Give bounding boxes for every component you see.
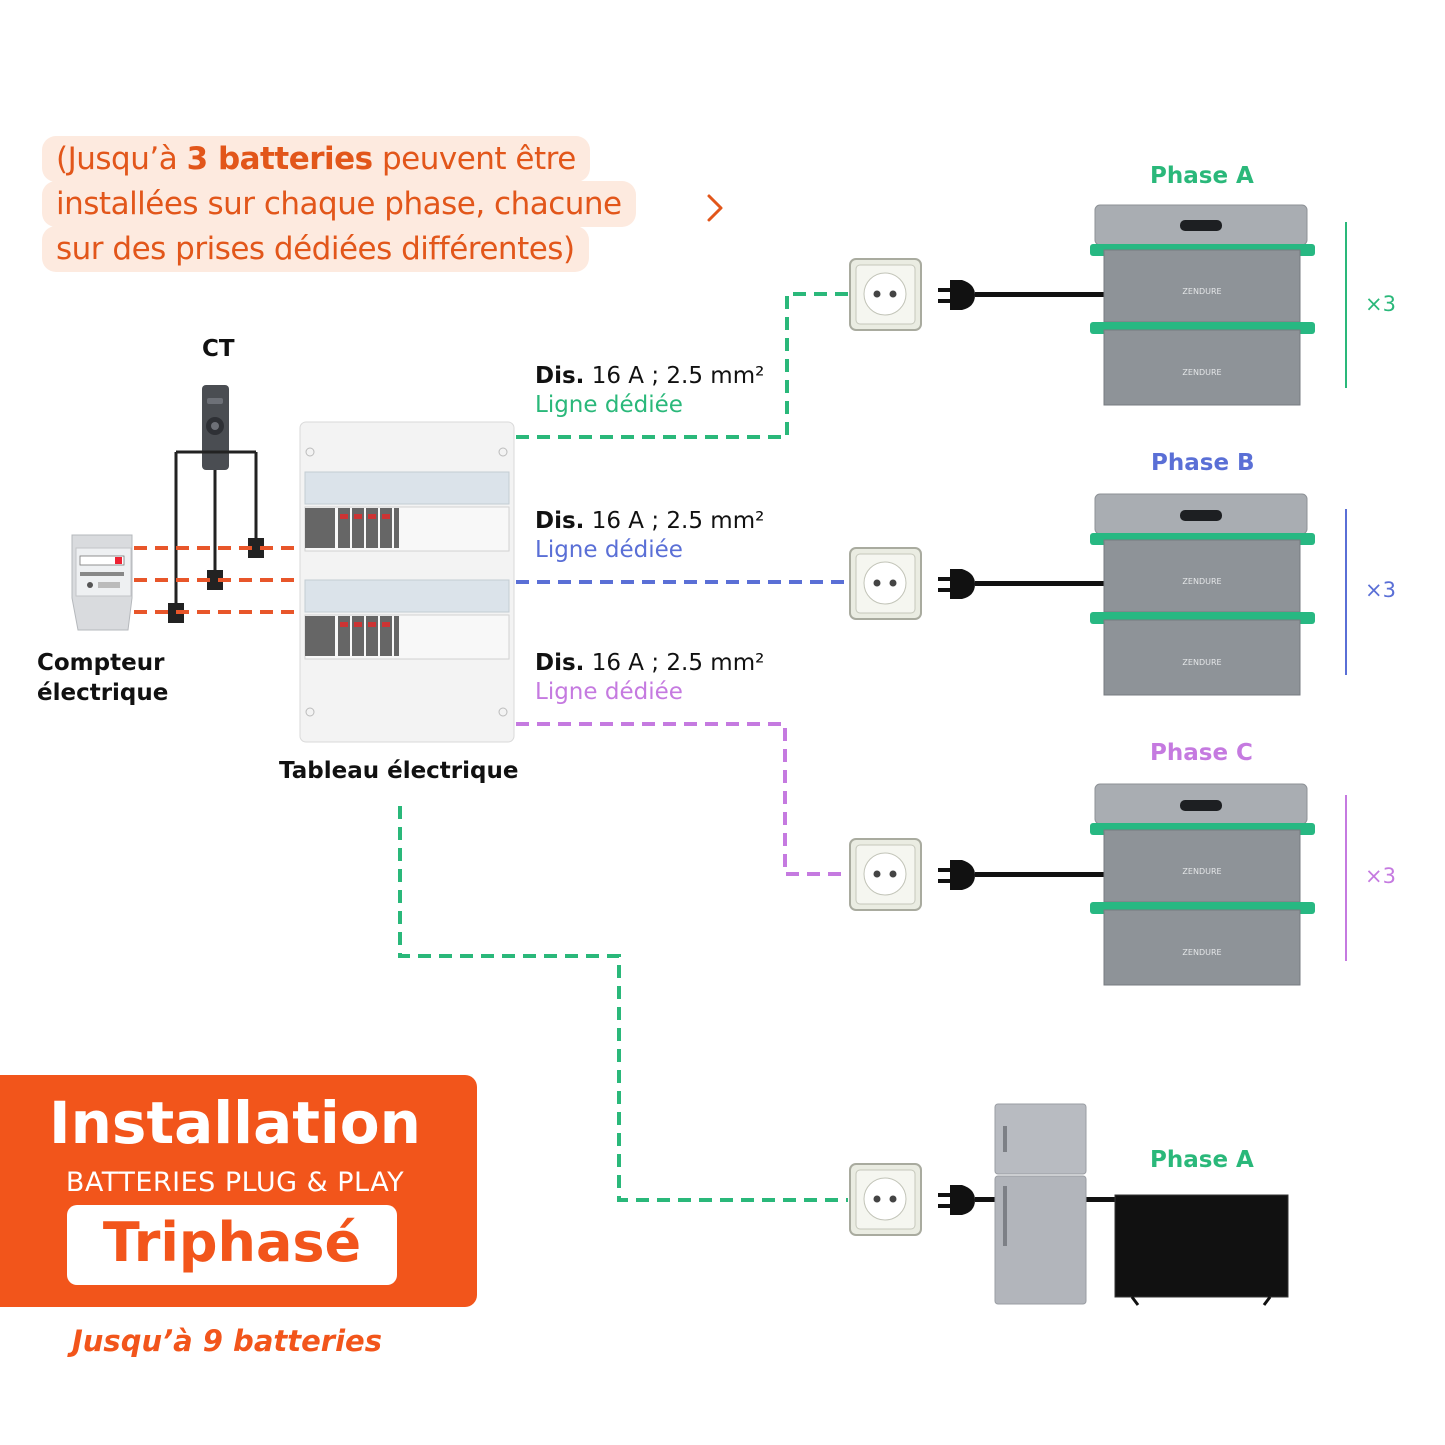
note-line-3: sur des prises dédiées différentes) [42, 226, 589, 272]
count-label-a: ×3 [1365, 292, 1396, 316]
battery-stack-phase-a: ZENDURE ZENDURE [1090, 204, 1315, 406]
outlet-icon [849, 547, 922, 620]
line-phase-a [516, 292, 848, 439]
line-phase-c [516, 722, 848, 876]
phase-label-appliance: Phase A [1150, 1147, 1254, 1173]
outlet-icon [849, 258, 922, 331]
ct-sensor [168, 385, 264, 623]
badge-pill: Triphasé [67, 1205, 397, 1285]
badge-subtitle: BATTERIES PLUG & PLAY [65, 1167, 405, 1198]
outlet-icon [849, 1163, 922, 1236]
plug-icon [938, 280, 1105, 310]
count-label-c: ×3 [1365, 864, 1396, 888]
note-line-2: installées sur chaque phase, chacune [42, 181, 636, 227]
ct-label: CT [202, 336, 235, 362]
tv-icon [1114, 1194, 1289, 1306]
line-label-c: Ligne dédiée [535, 679, 683, 705]
line-label-a: Ligne dédiée [535, 392, 683, 418]
phase-label-b: Phase B [1151, 450, 1255, 476]
phase-label-a: Phase A [1150, 163, 1254, 189]
panel-label: Tableau électrique [279, 758, 519, 784]
line-label-b: Ligne dédiée [535, 537, 683, 563]
battery-logo: ZENDURE [1182, 287, 1221, 296]
badge-title: Installation [49, 1089, 421, 1157]
line-appliance [398, 806, 848, 1202]
outlet-icon [849, 838, 922, 911]
phase-label-c: Phase C [1150, 740, 1253, 766]
note-line-1: (Jusqu’à 3 batteries peuvent être [42, 136, 590, 182]
badge-footer: Jusqu’à 9 batteries [72, 1324, 382, 1358]
meter-label-1: Compteur [37, 650, 165, 676]
plug-icon [938, 1185, 1117, 1215]
electric-meter [71, 534, 133, 631]
line-spec-a: Dis. 16 A ; 2.5 mm² [535, 363, 765, 389]
electrical-panel [299, 421, 515, 743]
battery-stack-phase-b: ZENDURE ZENDURE [1090, 493, 1315, 696]
plug-icon [938, 860, 1105, 890]
fridge-icon [994, 1103, 1087, 1305]
battery-logo: ZENDURE [1182, 577, 1221, 586]
badge-mode: Triphasé [102, 1211, 362, 1274]
battery-stack-phase-c: ZENDURE ZENDURE [1090, 783, 1315, 986]
battery-logo: ZENDURE [1182, 867, 1221, 876]
battery-logo: ZENDURE [1182, 658, 1221, 667]
meter-label-2: électrique [37, 680, 169, 706]
battery-logo: ZENDURE [1182, 948, 1221, 957]
battery-logo: ZENDURE [1182, 368, 1221, 377]
plug-icon [938, 569, 1105, 599]
title-badge: Installation BATTERIES PLUG & PLAY Triph… [0, 1075, 477, 1307]
count-label-b: ×3 [1365, 578, 1396, 602]
chevron-right-icon [707, 194, 723, 222]
line-spec-b: Dis. 16 A ; 2.5 mm² [535, 508, 765, 534]
line-spec-c: Dis. 16 A ; 2.5 mm² [535, 650, 765, 676]
